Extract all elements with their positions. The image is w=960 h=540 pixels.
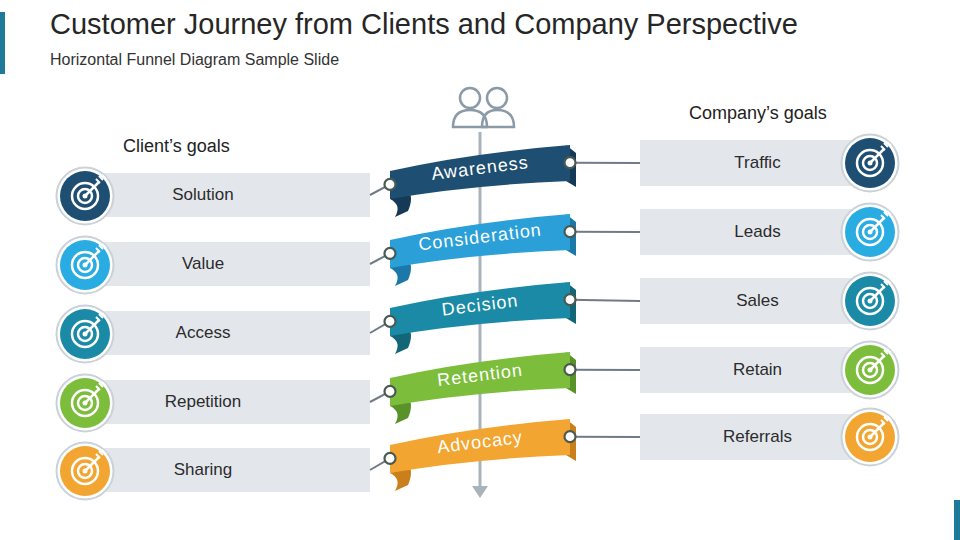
connector (370, 453, 396, 470)
connector-dot (565, 294, 576, 305)
band-body (390, 419, 570, 473)
goal-bar: Traffic (640, 140, 865, 186)
people-icon (453, 88, 514, 127)
band-body (390, 352, 570, 406)
connector (370, 316, 396, 333)
goal-text: Leads (670, 209, 845, 255)
slide-subtitle: Horizontal Funnel Diagram Sample Slide (50, 51, 339, 69)
goal-bar: Repetition (85, 380, 370, 424)
connector (370, 386, 396, 402)
connector-dot (385, 179, 396, 190)
goal-text: Value (125, 242, 281, 286)
column-heading: Company’s goals (689, 103, 827, 124)
goal-bar: Value (85, 242, 370, 286)
goal-text: Retain (670, 347, 845, 393)
connector (565, 431, 641, 442)
goal-bar: Sales (640, 278, 865, 324)
goal-bar: Sharing (85, 448, 370, 492)
goal-text: Repetition (125, 380, 281, 424)
connector-dot (385, 316, 396, 327)
connector-line (570, 369, 640, 371)
connector-dot (385, 386, 396, 397)
funnel-band: Consideration (390, 210, 570, 272)
flow-arrow-head (472, 486, 488, 498)
connector-dot (385, 453, 396, 464)
connector-line (370, 253, 390, 264)
goal-text: Referrals (670, 414, 845, 460)
goal-text: Traffic (670, 140, 845, 186)
slide-title: Customer Journey from Clients and Compan… (50, 8, 798, 41)
connector (370, 179, 396, 195)
band-body (390, 214, 570, 268)
goal-text: Sales (670, 278, 845, 324)
connector-line (370, 391, 390, 402)
connector-dot (385, 248, 396, 259)
connector-line (570, 162, 640, 164)
goal-bar: Referrals (640, 414, 865, 460)
band-body (390, 282, 570, 336)
connector-line (370, 184, 390, 195)
connector-dot (565, 364, 576, 375)
accent-bar (954, 500, 960, 540)
connector-dot (565, 431, 576, 442)
column-heading: Client’s goals (123, 136, 230, 157)
goal-text: Access (125, 311, 281, 355)
connector (565, 364, 641, 375)
funnel-band: Awareness (390, 141, 570, 203)
connector-dot (565, 226, 576, 237)
goal-text: Solution (125, 173, 281, 217)
connector (565, 157, 641, 168)
connector-line (570, 436, 640, 438)
goal-bar: Access (85, 311, 370, 355)
connector-dot (565, 157, 576, 168)
goal-bar: Solution (85, 173, 370, 217)
goal-bar: Retain (640, 347, 865, 393)
connector-line (570, 231, 640, 233)
goal-text: Sharing (125, 448, 281, 492)
funnel-band: Retention (390, 348, 570, 410)
accent-bar (0, 12, 5, 74)
funnel-band: Decision (390, 278, 570, 340)
connector-line (570, 300, 640, 301)
connector-line (370, 321, 390, 333)
goal-bar: Leads (640, 209, 865, 255)
connector (565, 226, 641, 237)
connector-line (370, 458, 390, 470)
connector (565, 294, 641, 305)
connector (370, 248, 396, 264)
funnel-band: Advocacy (390, 415, 570, 477)
band-body (390, 145, 570, 199)
